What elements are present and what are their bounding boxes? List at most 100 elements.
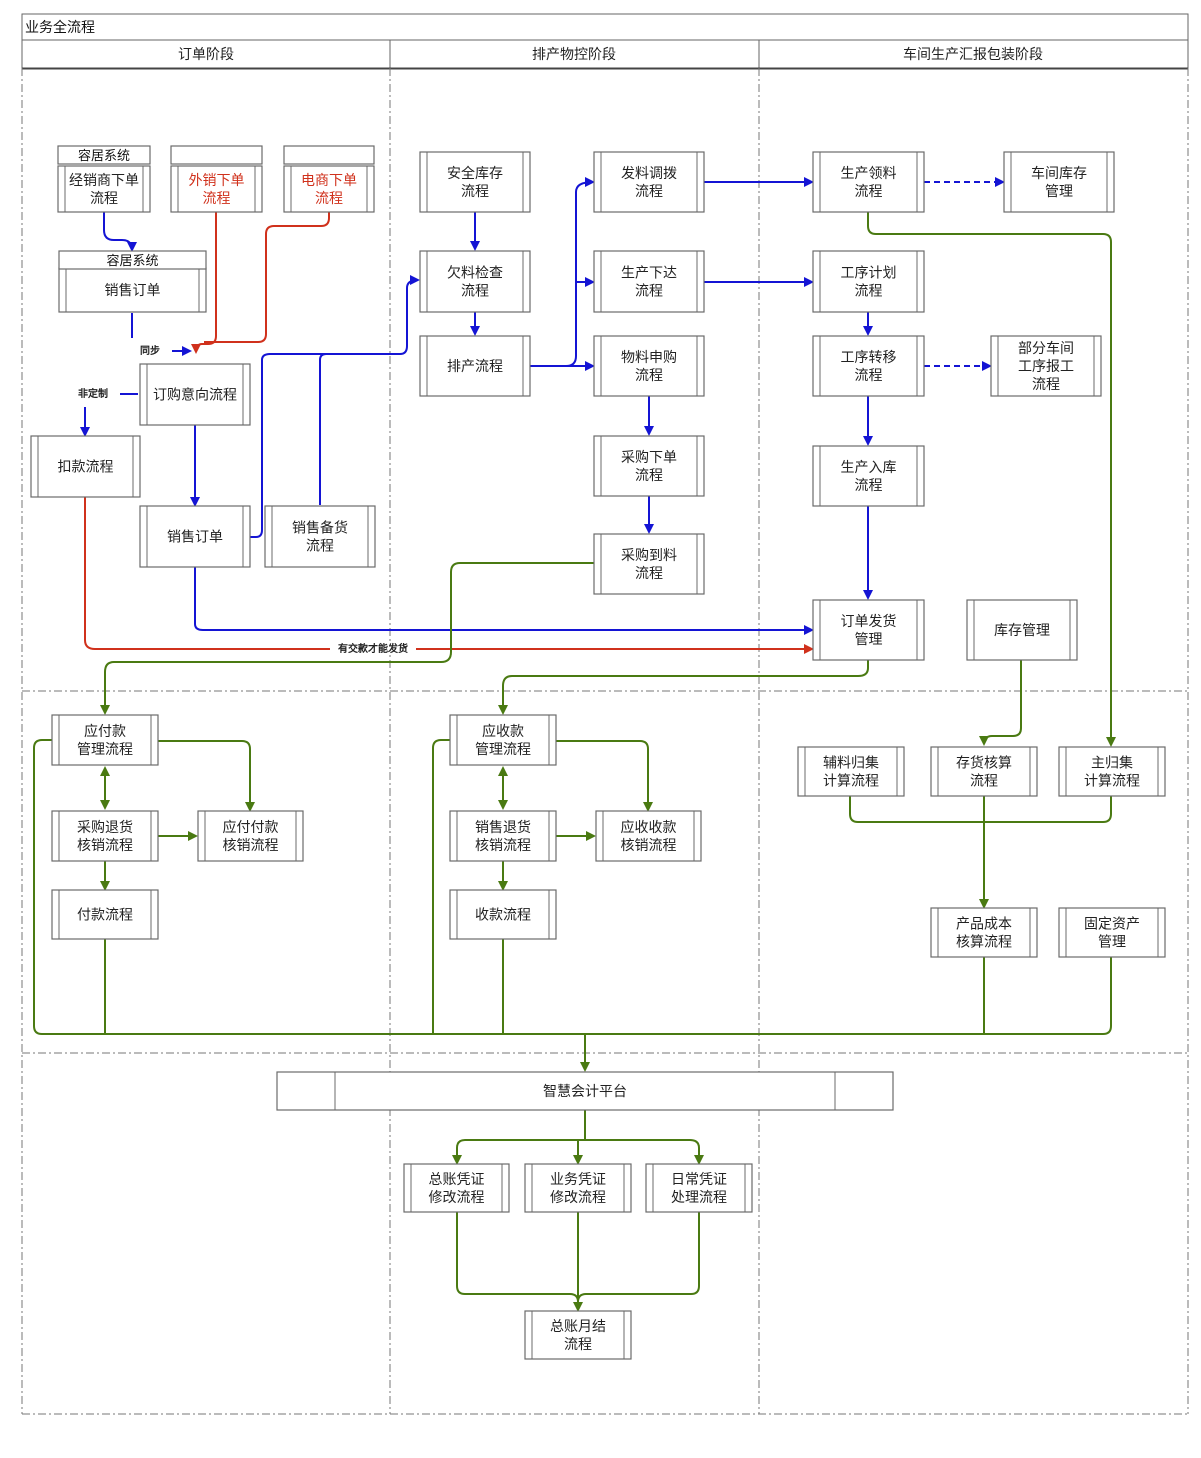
edge-salesorder-to-shortage	[250, 275, 420, 538]
node-label: 应付付款	[223, 819, 279, 836]
node-label: 产品成本	[956, 917, 1012, 933]
edge-costs-to-product	[849, 796, 1112, 823]
node-label: 流程	[635, 468, 663, 484]
node-label: 日常凭证	[671, 1172, 727, 1188]
system-tag-rongju: 容居系统	[57, 145, 151, 165]
edge-smart-to-vouchers	[456, 1110, 700, 1162]
node-label: 销售退货	[475, 819, 531, 836]
node-label: 流程	[1032, 377, 1060, 393]
node-label: 订购意向流程	[153, 387, 237, 404]
lane-header-workshop: 车间生产汇报包装阶段	[903, 46, 1043, 63]
node-label: 销售订单	[105, 283, 161, 299]
node-label: 管理流程	[77, 742, 133, 758]
node-order-intent: 订购意向流程	[139, 363, 251, 426]
edge-ar-to-writeoff	[556, 740, 653, 812]
edge-ap-to-writeoff	[158, 740, 255, 812]
node-label: 工序报工	[1018, 359, 1074, 375]
edge-pick-to-main	[867, 212, 1116, 747]
node-inventory-mgmt: 库存管理	[966, 599, 1078, 661]
node-label: 销售订单	[167, 530, 223, 546]
node-label: 收款流程	[475, 908, 531, 924]
node-collection: 收款流程	[449, 889, 557, 940]
node-label: 流程	[461, 284, 489, 300]
node-label: 采购下单	[621, 450, 677, 466]
process-nodes: 经销商下单流程外销下单流程电商下单流程销售订单订购意向流程扣款流程销售订单销售备…	[30, 145, 1166, 1360]
node-label: 订单发货	[841, 613, 897, 630]
node-label: 采购到料	[621, 548, 677, 564]
node-label: 流程	[855, 284, 883, 300]
node-label: 生产入库	[841, 460, 897, 476]
edge-label-pay-before-ship: 有交款才能发货	[338, 642, 408, 655]
edge-salesstock-up	[319, 353, 327, 505]
system-tag-label: 容居系统	[106, 253, 158, 269]
node-label: 流程	[635, 184, 663, 200]
node-label: 流程	[970, 774, 998, 790]
lane-header-order: 订单阶段	[178, 47, 234, 63]
node-label: 流程	[855, 368, 883, 384]
node-label: 管理流程	[475, 742, 531, 758]
node-label: 总账凭证	[429, 1172, 485, 1188]
edge-ecom-to-intent	[204, 212, 330, 343]
node-scheduling: 排产流程	[419, 335, 531, 397]
node-label: 工序计划	[841, 266, 897, 282]
edge-arrival-to-ap	[100, 562, 594, 715]
node-label: 流程	[315, 191, 343, 207]
node-label: 电商下单	[301, 173, 357, 189]
edge-scheduling-to-transfer	[565, 177, 595, 367]
node-label: 固定资产	[1084, 917, 1140, 933]
node-label: 库存管理	[994, 623, 1050, 639]
lane-header-scheduling: 排产物控阶段	[532, 47, 616, 63]
node-label: 物料申购	[621, 350, 677, 366]
node-label: 核销流程	[475, 838, 531, 854]
node-label: 车间库存	[1031, 165, 1087, 182]
node-label: 处理流程	[671, 1190, 727, 1206]
node-label: 外销下单	[189, 173, 245, 189]
edge-label-sync: 同步	[140, 344, 160, 357]
system-tag-label: 容居系统	[78, 148, 130, 164]
node-label: 修改流程	[429, 1190, 485, 1206]
edge-inventory-to-invcost	[979, 660, 1022, 746]
node-label: 计算流程	[1084, 774, 1140, 790]
node-label: 排产流程	[447, 359, 503, 375]
node-label: 应收款	[482, 723, 524, 740]
node-label: 安全库存	[447, 165, 503, 182]
connectors	[33, 177, 1116, 1310]
node-label: 流程	[90, 191, 118, 207]
node-label: 部分车间	[1018, 340, 1074, 357]
node-deduct: 扣款流程	[30, 435, 141, 498]
node-sales-order: 销售订单	[139, 505, 251, 568]
node-label: 核算流程	[956, 935, 1012, 951]
node-label: 销售备货	[292, 520, 348, 537]
node-label: 核销流程	[77, 838, 133, 854]
node-label: 辅料归集	[823, 755, 879, 772]
node-label: 流程	[203, 191, 231, 207]
swimlane-frame: 业务全流程 订单阶段 排产物控阶段 车间生产汇报包装阶段	[21, 13, 1189, 1415]
edge-labels: 同步 非定制 有交款才能发货	[71, 343, 416, 655]
node-label: 流程	[855, 478, 883, 494]
node-label: 发料调拨	[621, 166, 677, 182]
